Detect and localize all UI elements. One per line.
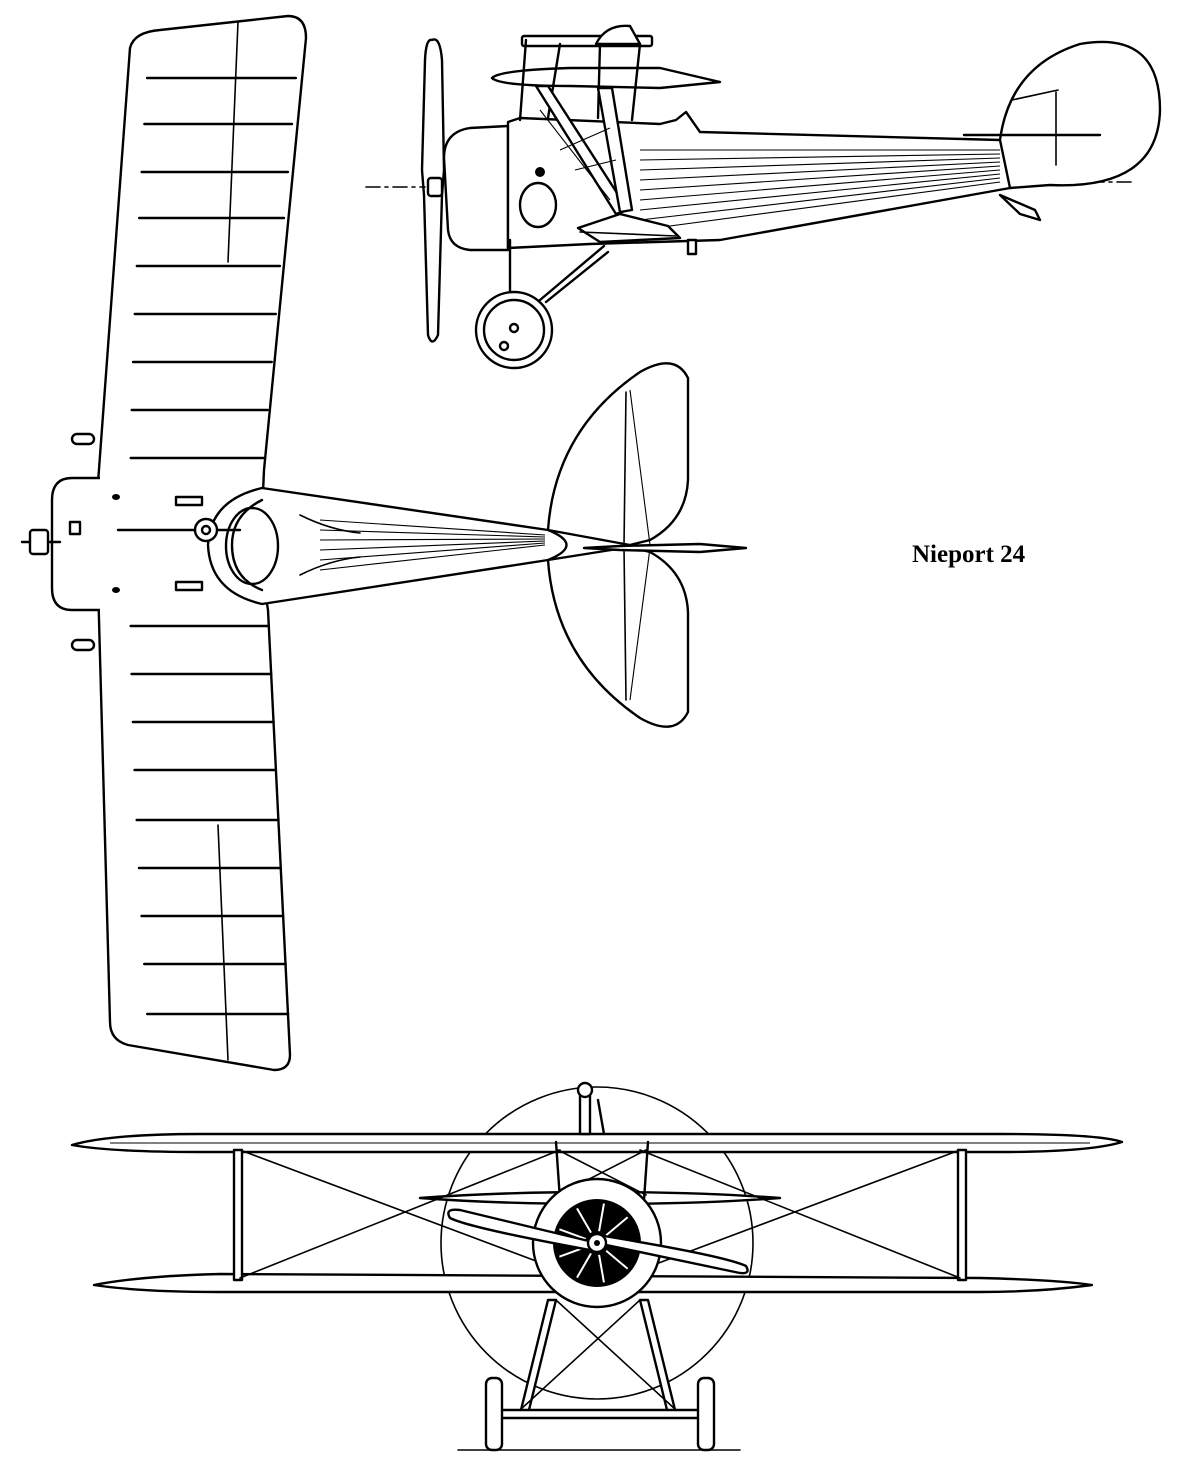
side-view-rudder — [998, 40, 1162, 190]
front-view-gear-x1 — [555, 1299, 677, 1411]
plan-view-nose-cowl — [50, 476, 100, 612]
side-view-cabane-strut-front — [518, 38, 528, 122]
plan-view-headrest-lower — [299, 556, 361, 576]
side-view-stringer — [639, 173, 1001, 211]
front-view-cylinder — [576, 1252, 592, 1279]
front-view-cylinder — [559, 1228, 587, 1240]
front-view-wheel-left — [484, 1376, 504, 1452]
front-view-cabane-right — [642, 1140, 650, 1202]
plan-view-upper-wing — [94, 14, 308, 1072]
front-view — [70, 1081, 1124, 1452]
plan-view-cockpit-cutout — [230, 498, 264, 592]
side-view-stringer — [639, 153, 1001, 161]
side-view-belly-stub — [686, 238, 698, 256]
side-view-stringer — [639, 181, 1001, 231]
side-view-stringer — [639, 161, 1001, 181]
side-view-tail-skid — [998, 193, 1042, 222]
front-view-propeller-blade-right — [595, 1234, 749, 1275]
plan-view-cockpit-ring — [224, 506, 280, 586]
plan-view-gun-stub — [68, 520, 82, 536]
plan-view-louver-upper — [174, 495, 204, 507]
front-view-wire-r2 — [639, 1149, 961, 1279]
side-view-wheel-inner — [482, 298, 546, 362]
side-view-gun-mount — [594, 24, 642, 46]
side-view — [365, 24, 1162, 370]
side-view-wire-3 — [574, 159, 617, 171]
side-view-upper-wing — [490, 66, 722, 90]
plan-view-elevator-brace-lower — [629, 547, 651, 701]
front-view-wheel-right — [696, 1376, 716, 1452]
front-view-cylinder — [576, 1207, 592, 1234]
front-view-wire-r1 — [639, 1149, 961, 1271]
side-view-cockpit-port — [518, 181, 558, 229]
front-view-cylinder — [598, 1254, 605, 1283]
front-view-hub-center — [594, 1240, 600, 1246]
side-view-gear-leg-rear2 — [544, 250, 610, 304]
plan-view-stringer — [319, 519, 546, 536]
front-view-strut-left — [232, 1148, 244, 1282]
plan-view-stub-upper — [70, 432, 96, 446]
front-view-cylinder — [605, 1216, 629, 1237]
side-view-fuselage-stringers — [639, 149, 1001, 231]
front-view-strut-right — [956, 1148, 968, 1282]
plan-view-aileron-line-top — [227, 21, 239, 263]
plan-view-tailplane-lower — [546, 545, 690, 728]
side-view-engine-cowl — [442, 124, 510, 252]
plan-view-gun-sight-inner — [200, 524, 212, 536]
front-view-propeller-blade-left — [447, 1208, 599, 1252]
front-view-gun-muzzle — [576, 1081, 594, 1099]
side-view-fin-line — [1011, 89, 1059, 101]
plan-view-mark-upper — [112, 494, 120, 500]
side-view-wire-2 — [559, 127, 611, 151]
plan-view-stub-lower — [70, 638, 96, 652]
front-view-wire-l2 — [239, 1149, 561, 1279]
plan-view-stringer — [319, 529, 546, 538]
side-view-cabane-strut-3 — [596, 42, 602, 120]
side-view-wheel-valve — [498, 340, 510, 352]
front-view-propeller-disc — [440, 1086, 754, 1400]
front-view-cylinder — [605, 1249, 629, 1270]
front-view-gear-left — [518, 1298, 558, 1416]
plan-view-stringer — [319, 538, 546, 541]
front-view-gear-x2 — [519, 1299, 641, 1411]
side-view-wheel-hub — [508, 322, 520, 334]
plan-view-rudder — [582, 542, 748, 554]
side-view-gear-leg-rear — [538, 244, 606, 302]
plan-view-propeller-hub — [28, 528, 50, 556]
plan-view-louver-lower — [174, 580, 204, 592]
plan-view-stringer — [319, 540, 546, 551]
front-view-axle — [490, 1408, 702, 1420]
plan-view-elevator-hinge-upper — [623, 391, 627, 546]
side-view-stringer — [639, 169, 1001, 201]
side-view-cockpit-gauge — [535, 167, 545, 177]
front-view-cylinder — [598, 1203, 605, 1232]
plan-view — [20, 14, 748, 1072]
side-view-wire-1 — [539, 109, 611, 201]
aircraft-name-caption: Nieport 24 — [912, 541, 1026, 568]
plan-view-tailplane-upper — [546, 362, 690, 547]
side-view-stringer — [639, 165, 1001, 191]
plan-view-stringer — [319, 544, 546, 571]
front-view-gun-support — [596, 1098, 606, 1136]
plan-view-mark-lower — [112, 587, 120, 593]
plan-view-aileron-line-bottom — [217, 824, 229, 1061]
front-view-gear-right — [638, 1298, 678, 1416]
side-view-stringer — [639, 157, 1001, 171]
side-view-stringer — [639, 177, 1001, 221]
plan-view-wing-ribs — [129, 76, 298, 1016]
plan-view-elevator-brace-upper — [629, 389, 651, 546]
plan-view-fuselage — [206, 486, 568, 606]
side-view-lower-wing-root — [579, 231, 677, 237]
plan-view-headrest — [299, 514, 361, 534]
front-view-wire-l1 — [239, 1149, 561, 1271]
side-view-interplane-strut-rear — [596, 86, 634, 214]
side-view-cabane-strut-4 — [630, 42, 642, 122]
plan-view-elevator-hinge-lower — [623, 547, 627, 701]
side-view-spinner — [426, 176, 444, 198]
